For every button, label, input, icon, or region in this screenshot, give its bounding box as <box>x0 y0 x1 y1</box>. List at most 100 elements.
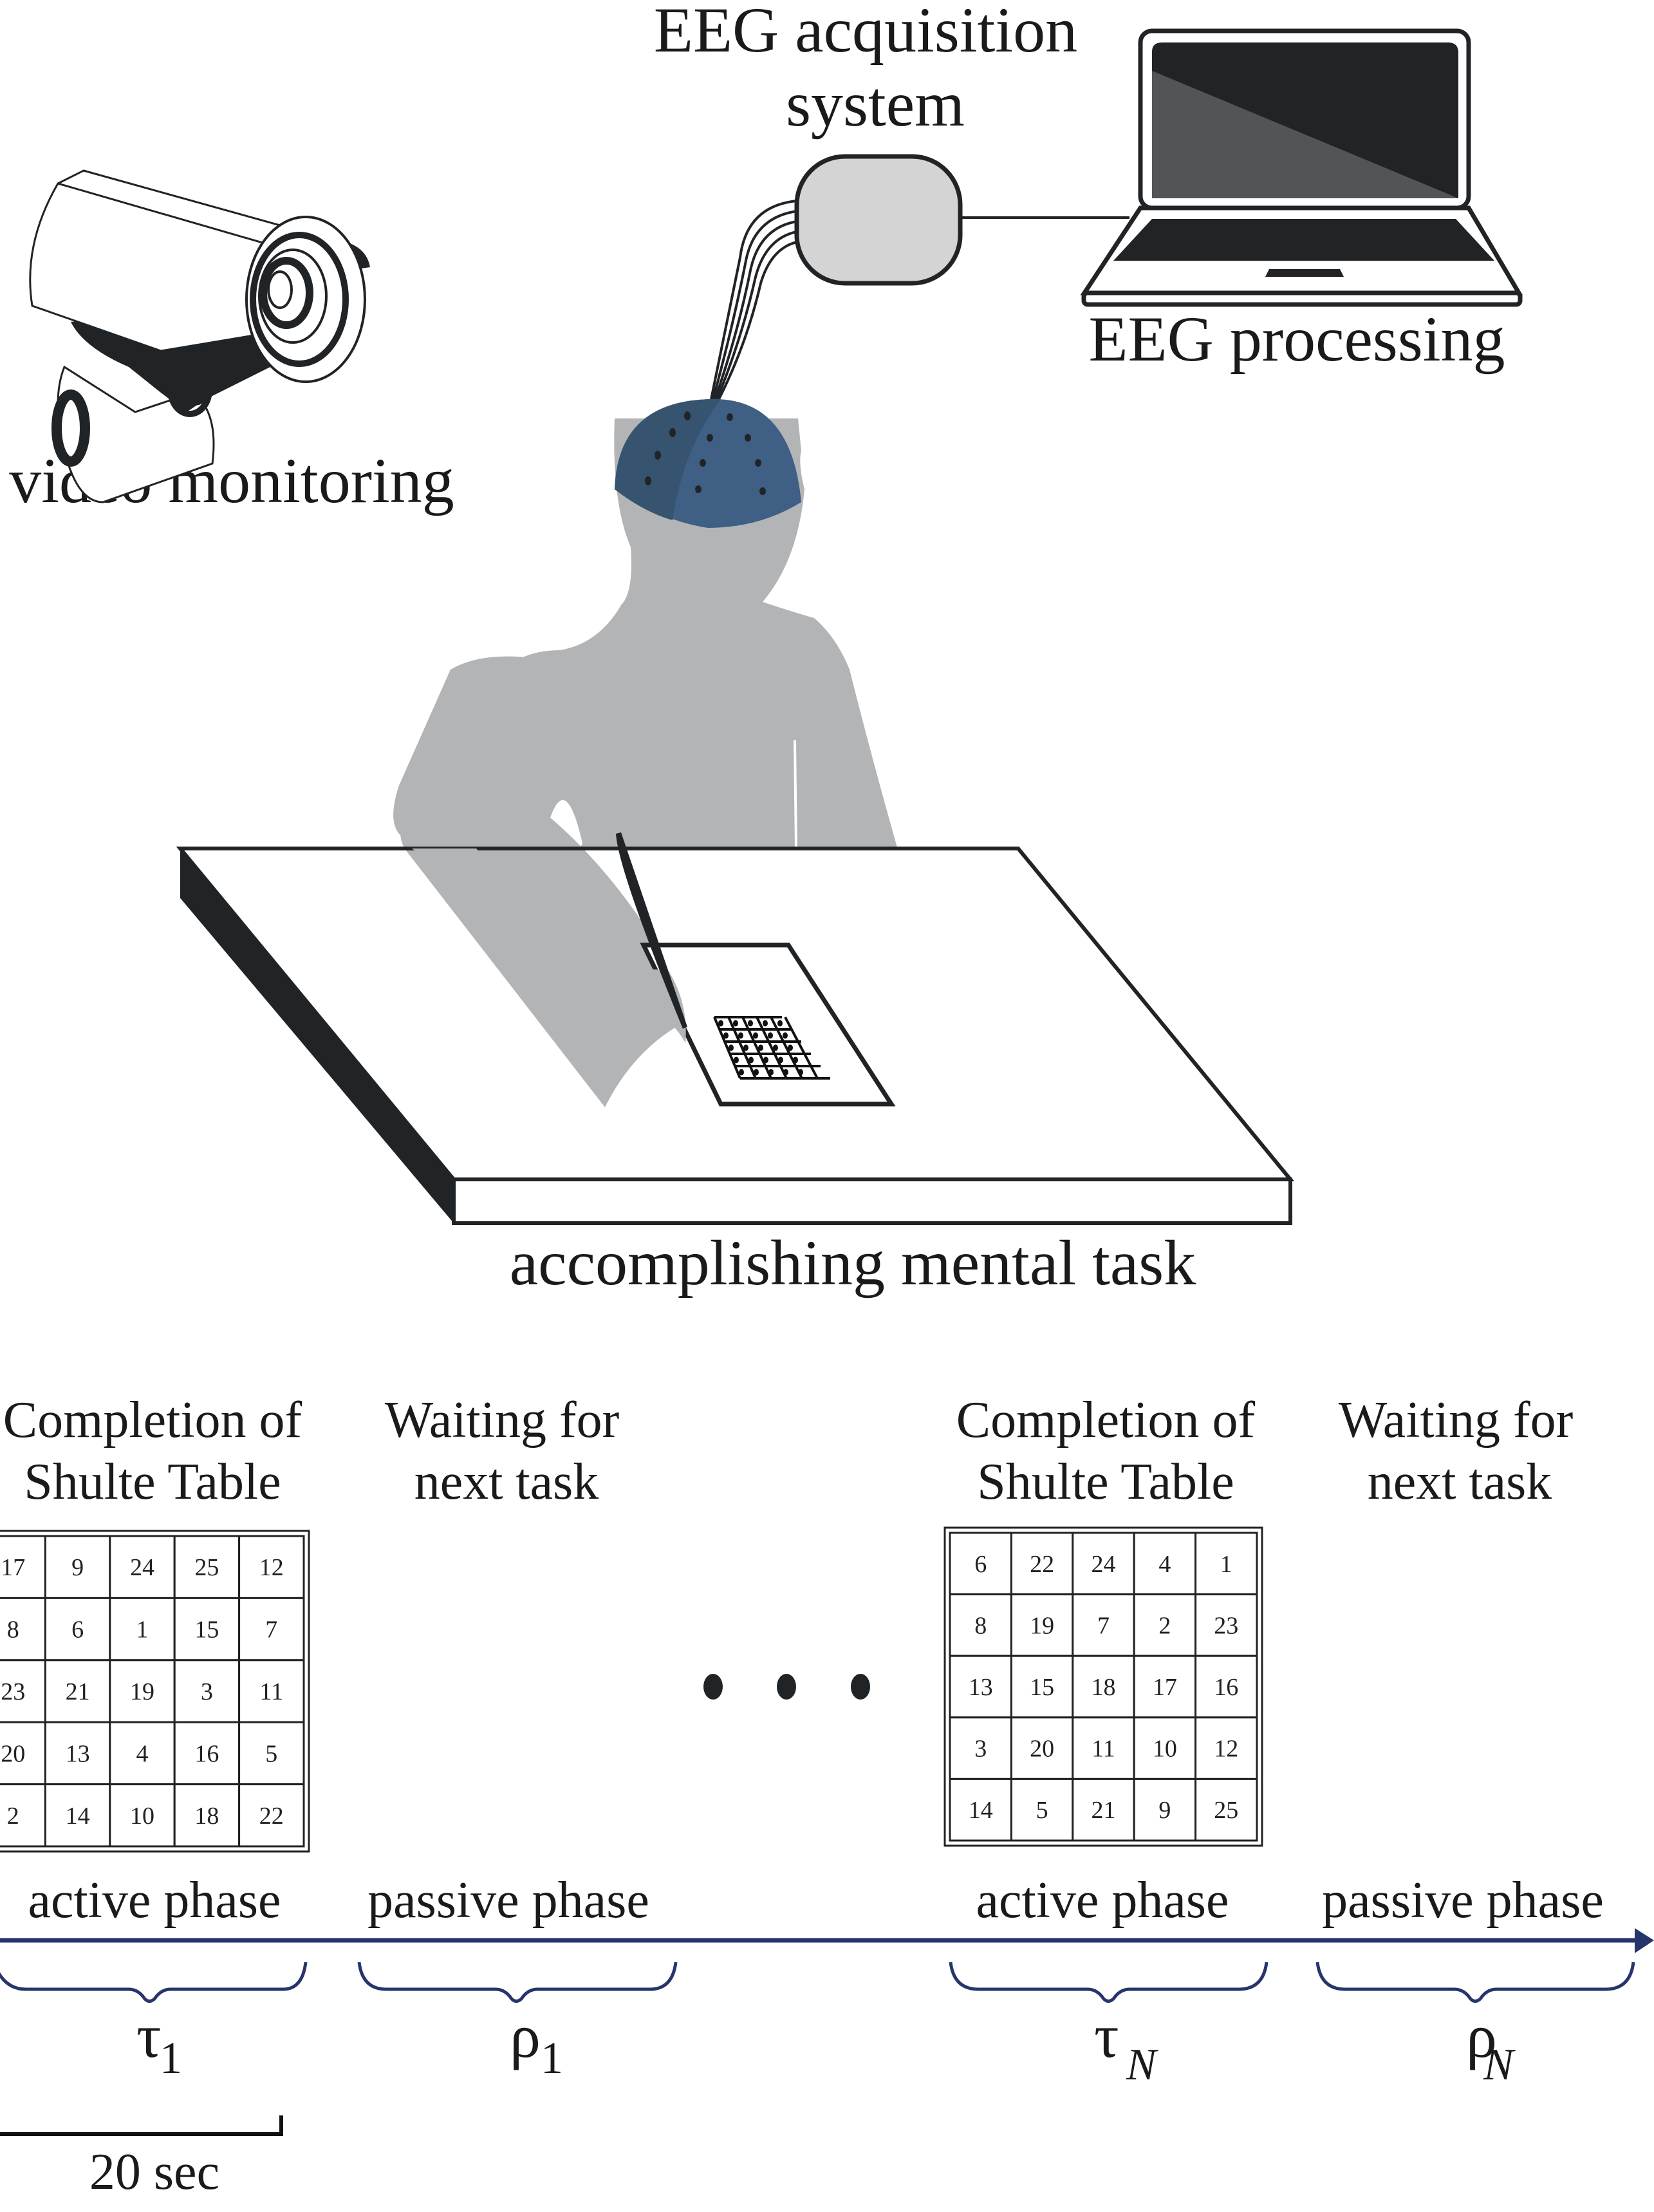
sheet-grid-col-line <box>784 1017 819 1079</box>
table-cell <box>1072 1593 1135 1657</box>
table-cell-value: 21 <box>1092 1797 1116 1824</box>
table-cell <box>238 1721 305 1786</box>
table-cell <box>0 1659 46 1723</box>
table-cell <box>1194 1532 1258 1596</box>
eeg-acquisition-label-line2: system <box>786 68 965 140</box>
table-cell-value: 14 <box>66 1803 90 1830</box>
table-cell-value: 21 <box>66 1678 90 1705</box>
phase-braces <box>0 1962 1635 2003</box>
task-sheet-grid <box>713 1016 830 1080</box>
writing-hand <box>412 848 686 1043</box>
table-cell-value: 5 <box>1036 1797 1048 1824</box>
sheet-grid-dot <box>783 1069 788 1076</box>
phase-2-caption-line1: Waiting for <box>385 1392 620 1448</box>
eeg-processing-label: EEG processing <box>1088 303 1505 375</box>
table-cell-value: 1 <box>1220 1551 1232 1578</box>
table-cell-value: 22 <box>259 1803 284 1830</box>
sheet-grid-dot <box>748 1020 753 1027</box>
phase-1-label: active phase <box>28 1872 281 1929</box>
table-cell <box>1194 1777 1258 1842</box>
phase-1-caption-line1: Completion of <box>3 1392 302 1448</box>
table-cell <box>949 1777 1012 1842</box>
table-cell <box>0 1597 46 1662</box>
sheet-grid-dot <box>734 1056 739 1064</box>
table-cell-value: 17 <box>1153 1674 1177 1701</box>
table-cell <box>1010 1593 1074 1657</box>
time-axis-arrow <box>0 1928 1654 1953</box>
eeg-cap-with-electrodes <box>615 399 801 528</box>
sheet-grid-col-line <box>727 1017 757 1079</box>
phase-4-label: passive phase <box>1322 1872 1604 1929</box>
laptop-icon <box>1080 28 1523 307</box>
table-cell-value: 25 <box>194 1554 219 1581</box>
mental-task-label: accomplishing mental task <box>510 1227 1196 1298</box>
tau-1-symbol: τ <box>136 2001 162 2070</box>
table-cell-value: 2 <box>7 1803 19 1830</box>
table-cell-value: 10 <box>1153 1736 1177 1763</box>
table-cell-value: 16 <box>1214 1674 1238 1701</box>
table-cell <box>0 1721 46 1786</box>
sheet-grid-dot <box>743 1044 748 1051</box>
table-cell-value: 20 <box>1 1740 25 1767</box>
table-cell-value: 22 <box>1030 1551 1054 1578</box>
table-cell <box>1072 1532 1135 1596</box>
phase-3-caption-line1: Completion of <box>956 1392 1256 1448</box>
table-cell-value: 1 <box>136 1617 149 1644</box>
table-cell <box>1133 1777 1197 1842</box>
table-cell <box>1194 1716 1258 1780</box>
phase-4-caption-line1: Waiting for <box>1339 1392 1574 1448</box>
table-cell <box>109 1597 176 1662</box>
duration-symbols: τ 1 ρ 1 τ N ρ N <box>136 2001 1516 2090</box>
table-cell-value: 20 <box>1030 1736 1054 1763</box>
table-cell-value: 12 <box>259 1554 284 1581</box>
phase-3-caption-line2: Shulte Table <box>977 1454 1234 1510</box>
table-cell-value: 13 <box>66 1740 90 1767</box>
table-cell-value: 15 <box>194 1617 219 1644</box>
sheet-grid-dot <box>748 1056 754 1064</box>
sheet-grid-dot <box>763 1020 768 1027</box>
table-cell <box>1072 1716 1135 1780</box>
table-cell-value: 19 <box>1030 1612 1054 1639</box>
sheet-grid-dot <box>754 1069 759 1076</box>
sheet-grid-col-line <box>713 1017 741 1079</box>
sheet-grid-dot <box>788 1044 793 1051</box>
table-cell-value: 3 <box>201 1678 213 1705</box>
table-cell <box>949 1593 1012 1657</box>
table-cell-value: 4 <box>1158 1551 1171 1578</box>
table-cell-value: 23 <box>1 1678 25 1705</box>
table-cell-value: 9 <box>71 1554 84 1581</box>
sheet-grid-dot <box>718 1020 723 1027</box>
rho-1-subscript: 1 <box>541 2034 563 2083</box>
table-cell <box>44 1659 111 1723</box>
eeg-amplifier-box <box>794 154 963 286</box>
sheet-grid-dot <box>739 1069 744 1076</box>
table-cell-value: 7 <box>265 1617 277 1644</box>
pen-icon <box>616 832 687 1029</box>
sheet-grid-dot <box>733 1020 738 1027</box>
table-cell-value: 7 <box>1097 1612 1110 1639</box>
phase-2-label: passive phase <box>367 1872 649 1929</box>
table-cell-value: 24 <box>130 1554 154 1581</box>
table-cell-value: 24 <box>1092 1551 1116 1578</box>
phase-2-caption-line2: next task <box>414 1454 599 1510</box>
sheet-grid-dot <box>723 1032 729 1039</box>
table-cell <box>1072 1654 1135 1719</box>
sheet-grid-dot <box>773 1044 778 1051</box>
table-cell-value: 8 <box>974 1612 987 1639</box>
brace-phase-3 <box>949 1962 1268 2003</box>
sheet-grid-col-line <box>741 1017 772 1079</box>
table-cell <box>1010 1532 1074 1596</box>
sheet-grid-dot <box>783 1032 788 1039</box>
ellipsis-dots <box>703 1674 870 1700</box>
phase-1-caption-line2: Shulte Table <box>24 1454 281 1510</box>
sheet-grid-col-line <box>770 1017 803 1079</box>
tau-n-subscript: N <box>1126 2040 1158 2090</box>
eeg-cables <box>710 200 797 400</box>
table-cell-value: 14 <box>969 1797 993 1824</box>
tau-n-symbol: τ <box>1094 2001 1119 2070</box>
table-cell-value: 19 <box>130 1678 154 1705</box>
rho-n-symbol: ρ <box>1466 2001 1497 2070</box>
